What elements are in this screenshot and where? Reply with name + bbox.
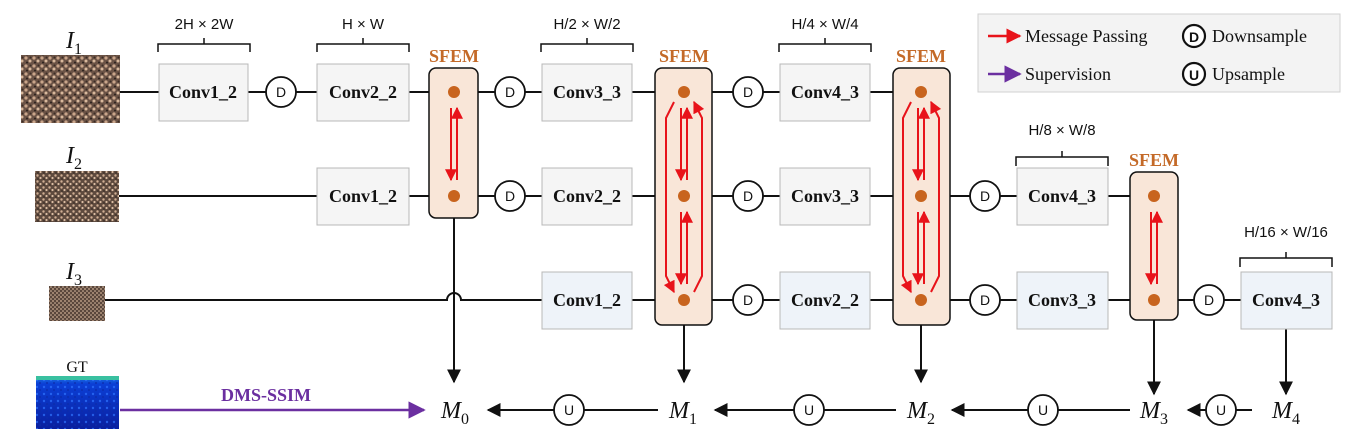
- svg-text:D: D: [1189, 29, 1199, 45]
- svg-text:D: D: [1204, 292, 1214, 308]
- svg-text:Conv4_3: Conv4_3: [1252, 290, 1320, 310]
- svg-text:D: D: [276, 84, 286, 100]
- scale-label-3: H/2 × W/2: [553, 16, 620, 33]
- scale-bracket-4: [778, 38, 872, 52]
- svg-text:SFEM: SFEM: [896, 46, 946, 66]
- conv-block: Conv2_2: [779, 271, 871, 330]
- output-arrows: [447, 218, 1293, 396]
- scale-bracket-5: [1015, 151, 1109, 166]
- output-label-1: M1: [668, 398, 697, 428]
- legend-supervision-label: Supervision: [1025, 64, 1111, 84]
- downsample-node: D: [732, 180, 764, 212]
- svg-text:Conv3_3: Conv3_3: [1028, 290, 1096, 310]
- sfem-module-3: SFEM: [892, 46, 951, 326]
- input-image-2: [35, 171, 119, 222]
- downsample-node: D: [969, 284, 1001, 316]
- upsample-node: U: [1027, 394, 1059, 426]
- upsample-node: U: [793, 394, 825, 426]
- conv-block: Conv4_3: [779, 63, 871, 122]
- input-label-1: I1: [65, 28, 82, 58]
- conv-block: Conv4_3: [1016, 167, 1109, 226]
- scale-bracket-6: [1239, 252, 1333, 267]
- svg-text:Conv4_3: Conv4_3: [1028, 186, 1096, 206]
- svg-text:Conv3_3: Conv3_3: [791, 186, 859, 206]
- scale-bracket-3: [540, 38, 634, 52]
- legend-downsample-icon: D: [1181, 23, 1207, 49]
- svg-text:U: U: [1216, 402, 1226, 418]
- gt-label: GT: [66, 359, 88, 376]
- svg-text:U: U: [1038, 402, 1048, 418]
- downsample-node: D: [969, 180, 1001, 212]
- svg-text:D: D: [743, 292, 753, 308]
- output-label-0: M0: [440, 398, 469, 428]
- scale-label-1: 2H × 2W: [175, 16, 235, 33]
- legend-message-label: Message Passing: [1025, 26, 1148, 46]
- input-image-1: [21, 55, 120, 123]
- supervision-label: DMS-SSIM: [221, 385, 311, 405]
- svg-text:U: U: [564, 402, 574, 418]
- legend-upsample-label: Upsample: [1212, 64, 1285, 84]
- scale-label-6: H/16 × W/16: [1244, 224, 1328, 241]
- sfem-module-1: SFEM: [428, 46, 479, 219]
- svg-text:D: D: [743, 84, 753, 100]
- upsample-node: U: [553, 394, 585, 426]
- downsample-node: D: [494, 76, 526, 108]
- conv-block: Conv3_3: [779, 167, 871, 226]
- svg-text:D: D: [980, 292, 990, 308]
- svg-text:U: U: [804, 402, 814, 418]
- svg-text:SFEM: SFEM: [659, 46, 709, 66]
- scale-bracket-2: [316, 38, 410, 52]
- downsample-node: D: [265, 76, 297, 108]
- input-label-2: I2: [65, 143, 82, 173]
- conv-block: Conv2_2: [541, 167, 633, 226]
- legend: Message Passing D Downsample Supervision…: [977, 13, 1341, 93]
- conv-block: Conv4_3: [1240, 271, 1333, 330]
- svg-text:Conv2_2: Conv2_2: [329, 82, 397, 102]
- legend-upsample-icon: U: [1181, 61, 1207, 87]
- sfem-module-2: SFEM: [654, 46, 713, 326]
- svg-text:Conv2_2: Conv2_2: [791, 290, 859, 310]
- input-label-3: I3: [65, 259, 82, 289]
- svg-text:D: D: [505, 84, 515, 100]
- svg-text:Conv1_2: Conv1_2: [169, 82, 237, 102]
- scale-label-5: H/8 × W/8: [1028, 122, 1095, 139]
- svg-text:SFEM: SFEM: [429, 46, 479, 66]
- conv-block: Conv1_2: [541, 271, 633, 330]
- sfem-module-4: SFEM: [1129, 150, 1179, 321]
- conv-block: Conv2_2: [316, 63, 410, 122]
- scale-label-2: H × W: [342, 16, 385, 33]
- output-label-3: M3: [1139, 398, 1168, 428]
- conv-block: Conv3_3: [541, 63, 633, 122]
- conv-block: Conv1_2: [158, 63, 249, 122]
- svg-text:Conv3_3: Conv3_3: [553, 82, 621, 102]
- svg-text:D: D: [505, 188, 515, 204]
- svg-text:SFEM: SFEM: [1129, 150, 1179, 170]
- downsample-node: D: [494, 180, 526, 212]
- svg-text:Conv1_2: Conv1_2: [553, 290, 621, 310]
- conv-block: Conv3_3: [1016, 271, 1109, 330]
- svg-text:D: D: [743, 188, 753, 204]
- scale-bracket-1: [157, 38, 251, 52]
- svg-text:Conv2_2: Conv2_2: [553, 186, 621, 206]
- svg-text:Conv4_3: Conv4_3: [791, 82, 859, 102]
- downsample-node: D: [732, 76, 764, 108]
- upsample-node: U: [1205, 394, 1237, 426]
- output-label-2: M2: [906, 398, 935, 428]
- output-label-4: M4: [1271, 398, 1300, 428]
- downsample-node: D: [1193, 284, 1225, 316]
- svg-text:D: D: [980, 188, 990, 204]
- ground-truth-image: [36, 376, 119, 429]
- scale-label-4: H/4 × W/4: [791, 16, 858, 33]
- input-image-3: [49, 286, 105, 321]
- legend-downsample-label: Downsample: [1212, 26, 1307, 46]
- downsample-node: D: [732, 284, 764, 316]
- svg-text:Conv1_2: Conv1_2: [329, 186, 397, 206]
- conv-block: Conv1_2: [316, 167, 410, 226]
- svg-text:U: U: [1189, 67, 1199, 83]
